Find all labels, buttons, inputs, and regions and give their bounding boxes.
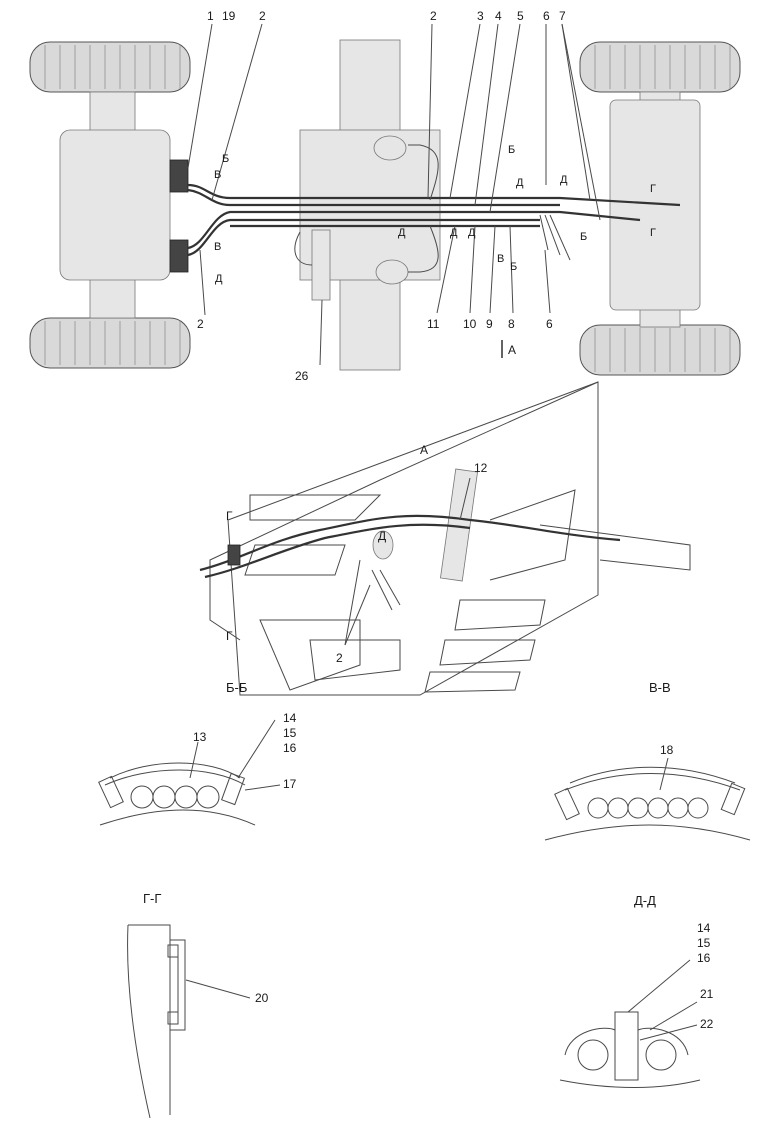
callout-2a: 2 — [259, 9, 266, 23]
view-a-mark-g2: Г — [226, 629, 233, 643]
callout-19: 19 — [222, 9, 236, 23]
callout-20: 20 — [255, 991, 269, 1005]
callout-16: 16 — [283, 741, 297, 755]
view-a-cylinder — [372, 530, 394, 560]
callout-21: 21 — [700, 987, 714, 1001]
mark-b3: Б — [510, 261, 517, 273]
view-a — [199, 381, 691, 696]
callout-3: 3 — [477, 9, 484, 23]
callout-1: 1 — [207, 9, 214, 23]
callout-26: 26 — [295, 369, 309, 383]
callout-11: 11 — [427, 317, 440, 331]
section-bb-labels: Б-Б 13 14 15 16 17 — [193, 680, 297, 791]
callout-4: 4 — [495, 9, 502, 23]
callout-22: 22 — [700, 1017, 714, 1031]
front-housing — [609, 99, 701, 311]
callout-15b: 15 — [697, 936, 711, 950]
mark-v1: В — [214, 169, 221, 181]
tire-rear-left-top — [29, 41, 191, 93]
tire-front-right-bottom — [579, 324, 741, 376]
dd-tube-left — [577, 1039, 609, 1071]
section-gg-title: Г-Г — [143, 891, 161, 906]
mark-v2: В — [214, 241, 221, 253]
mark-d2: Д — [398, 227, 406, 239]
callout-5: 5 — [517, 9, 524, 23]
boom-post — [440, 468, 478, 582]
tire-rear-left-bottom — [29, 317, 191, 369]
callout-7: 7 — [559, 9, 566, 23]
section-gg-labels: Г-Г 20 — [143, 891, 269, 1005]
vv-tube-2 — [607, 797, 629, 819]
callout-6b: 6 — [546, 317, 553, 331]
section-dd-labels: Д-Д 14 15 16 21 22 — [634, 893, 714, 1031]
leader-lines-top — [187, 23, 601, 221]
callout-10: 10 — [463, 317, 477, 331]
section-vv-labels: В-В 18 — [649, 680, 674, 757]
view-a-mark-g1: Г — [226, 509, 233, 523]
mark-b2: Б — [508, 144, 515, 156]
callout-16b: 16 — [697, 951, 711, 965]
callouts-top: 1 19 2 2 3 4 5 6 7 — [207, 9, 566, 23]
view-a-mark-d: Д — [378, 529, 386, 543]
leader-lines-bottom — [199, 225, 551, 366]
section-dd-title: Д-Д — [634, 893, 656, 908]
section-bb-title: Б-Б — [226, 680, 247, 695]
bb-tube-3 — [174, 785, 198, 809]
bb-tube-1 — [130, 785, 154, 809]
tire-front-right-top — [579, 41, 741, 93]
vv-tube-4 — [647, 797, 669, 819]
ram-26 — [311, 229, 331, 301]
callout-2c: 2 — [197, 317, 204, 331]
mark-d5: Д — [450, 227, 458, 239]
bb-tube-4 — [196, 785, 220, 809]
hose-bundle — [187, 144, 681, 273]
callout-12: 12 — [474, 461, 488, 475]
callout-6: 6 — [543, 9, 550, 23]
mark-g1: Г — [650, 183, 656, 195]
vv-tube-6 — [687, 797, 709, 819]
section-marks-top: Б В В Д Д Б Д Д Д Д В Б Б Г Г — [214, 144, 656, 285]
dd-tube-right — [645, 1039, 677, 1071]
callout-2d: 2 — [336, 651, 343, 665]
section-dd — [559, 959, 701, 1088]
section-gg — [127, 924, 251, 1119]
view-a-title: A — [420, 443, 428, 457]
rear-housing — [59, 129, 171, 281]
section-bb — [98, 719, 281, 826]
view-a-fitting — [227, 544, 241, 566]
section-vv-title: В-В — [649, 680, 671, 695]
view-arrow-label: A — [508, 343, 516, 357]
valve-block-bottom — [169, 239, 189, 273]
valve-block-top — [169, 159, 189, 193]
callout-18: 18 — [660, 743, 674, 757]
callout-14: 14 — [283, 711, 297, 725]
callout-2b: 2 — [430, 9, 437, 23]
mark-b4: Б — [580, 231, 587, 243]
mark-v3: В — [497, 253, 504, 265]
mark-d1: Д — [215, 273, 223, 285]
mark-d4: Д — [560, 174, 568, 186]
section-vv — [544, 757, 751, 841]
mark-d6: Д — [468, 227, 476, 239]
mark-g2: Г — [650, 227, 656, 239]
vv-tube-3 — [627, 797, 649, 819]
callout-9: 9 — [486, 317, 493, 331]
callout-14b: 14 — [697, 921, 711, 935]
callouts-bottom: 2 11 10 9 8 6 26 A — [197, 317, 553, 383]
callout-15: 15 — [283, 726, 297, 740]
vv-tube-1 — [587, 797, 609, 819]
cylinder-bottom — [375, 259, 409, 285]
mark-b1: Б — [222, 153, 229, 165]
bb-tube-2 — [152, 785, 176, 809]
callout-13: 13 — [193, 730, 207, 744]
callout-8: 8 — [508, 317, 515, 331]
vv-tube-5 — [667, 797, 689, 819]
plan-view — [29, 23, 741, 376]
cylinder-top — [373, 135, 407, 161]
view-a-labels: A 12 2 Г Д Г — [226, 443, 488, 665]
callout-17: 17 — [283, 777, 297, 791]
mark-d3: Д — [516, 177, 524, 189]
